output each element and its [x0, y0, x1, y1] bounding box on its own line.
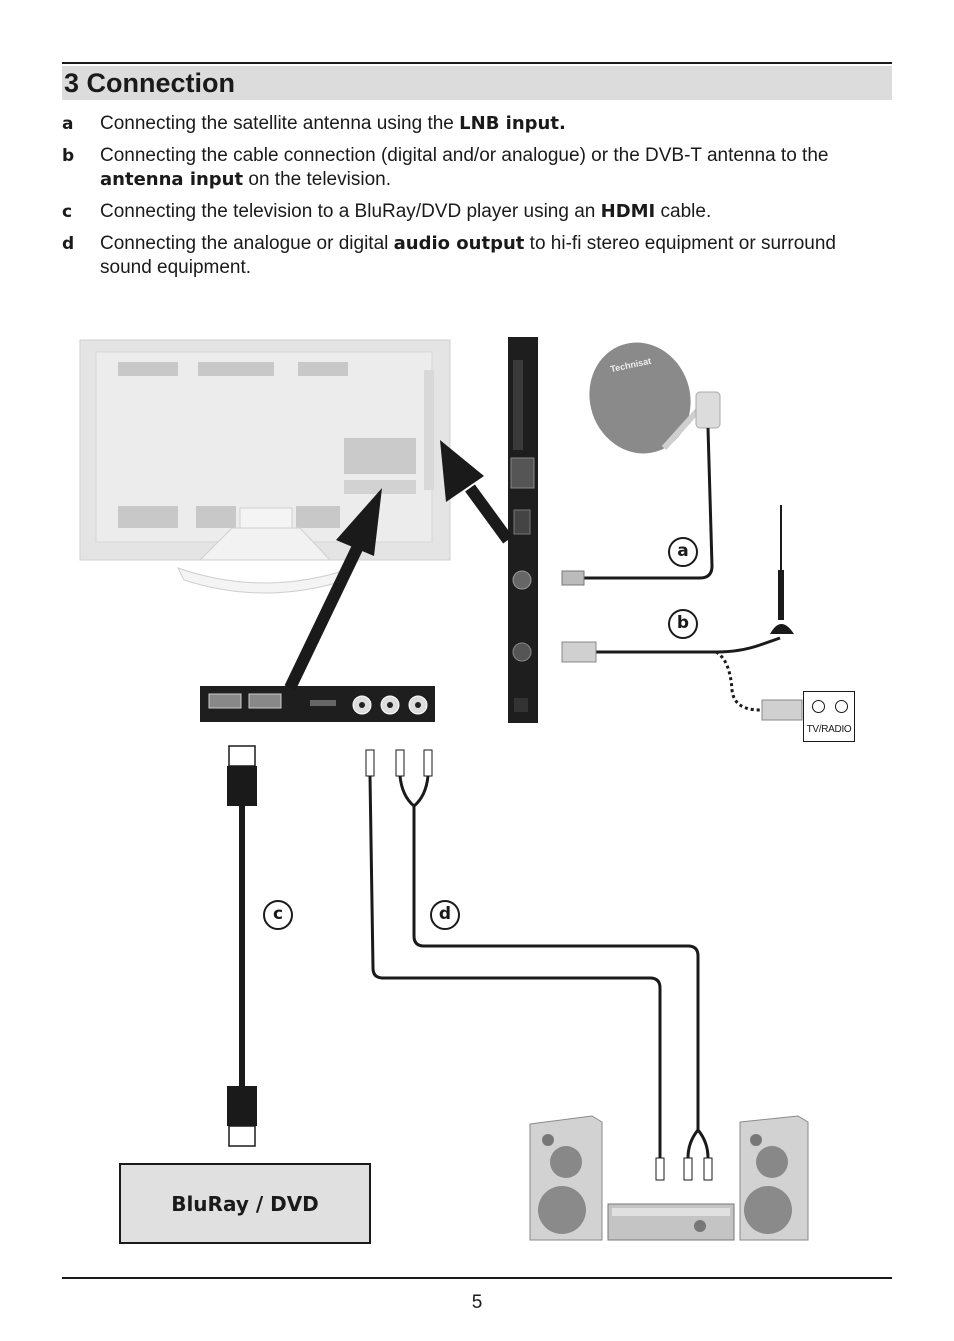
- dvbt-antenna-illustration: [770, 505, 794, 634]
- hifi-illustration: [529, 1115, 809, 1241]
- f-connector: [561, 570, 585, 586]
- bottom-rule: [62, 1277, 892, 1279]
- step-keyword: LNB input.: [459, 113, 566, 134]
- tv-connector-panel: [200, 686, 435, 722]
- step-letter: d: [62, 234, 75, 254]
- cable-b-dotted: [715, 650, 761, 712]
- section-title: 3 Connection: [64, 68, 236, 98]
- bluray-dvd-box: BluRay / DVD: [119, 1163, 371, 1244]
- step-c: c Connecting the television to a BluRay/D…: [62, 200, 892, 224]
- label-b: b: [668, 609, 698, 639]
- step-text: Connecting the satellite antenna using t…: [100, 113, 460, 134]
- step-d: d Connecting the analogue or digital audi…: [62, 232, 892, 280]
- step-keyword: audio output: [393, 233, 525, 254]
- cable-a: [584, 427, 714, 580]
- steps-list: a Connecting the satellite antenna using …: [62, 112, 892, 288]
- step-keyword: HDMI: [600, 201, 656, 222]
- label-d: d: [430, 900, 460, 930]
- step-text: on the television.: [243, 169, 391, 190]
- label-a: a: [668, 537, 698, 567]
- label-c: c: [263, 900, 293, 930]
- step-text: cable.: [655, 201, 712, 222]
- step-text: Connecting the cable connection (digital…: [100, 145, 829, 166]
- arrow-to-side-panel: [440, 440, 513, 544]
- bluray-dvd-label: BluRay / DVD: [171, 1192, 319, 1216]
- hdmi-cable: [227, 745, 257, 1147]
- tv-back-illustration: [79, 339, 451, 594]
- step-text: to hi-fi stereo equipment or surround so…: [100, 233, 836, 278]
- step-a: a Connecting the satellite antenna using …: [62, 112, 892, 136]
- tv-side-panel: [508, 337, 538, 723]
- step-letter: b: [62, 146, 75, 166]
- coax-plug: [761, 699, 803, 721]
- tv-radio-socket: TV/RADIO: [803, 691, 855, 742]
- step-letter: a: [62, 114, 74, 134]
- arrow-to-hdmi: [284, 488, 382, 691]
- satellite-dish-illustration: [589, 342, 721, 454]
- socket-icon: [812, 700, 825, 713]
- coax-plug: [561, 641, 597, 663]
- page-number: 5: [471, 1292, 483, 1313]
- top-rule: [62, 62, 892, 64]
- section-header: 3 Connection: [62, 66, 892, 100]
- step-text: Connecting the television to a BluRay/DV…: [100, 201, 601, 222]
- step-letter: c: [62, 202, 73, 222]
- audio-cables: [365, 749, 713, 1181]
- step-b: b Connecting the cable connection (digita…: [62, 144, 892, 192]
- tv-radio-label: TV/RADIO: [806, 724, 852, 735]
- step-keyword: antenna input: [100, 169, 244, 190]
- cable-b: [596, 636, 781, 654]
- step-text: Connecting the analogue or digital: [100, 233, 394, 254]
- socket-icon: [835, 700, 848, 713]
